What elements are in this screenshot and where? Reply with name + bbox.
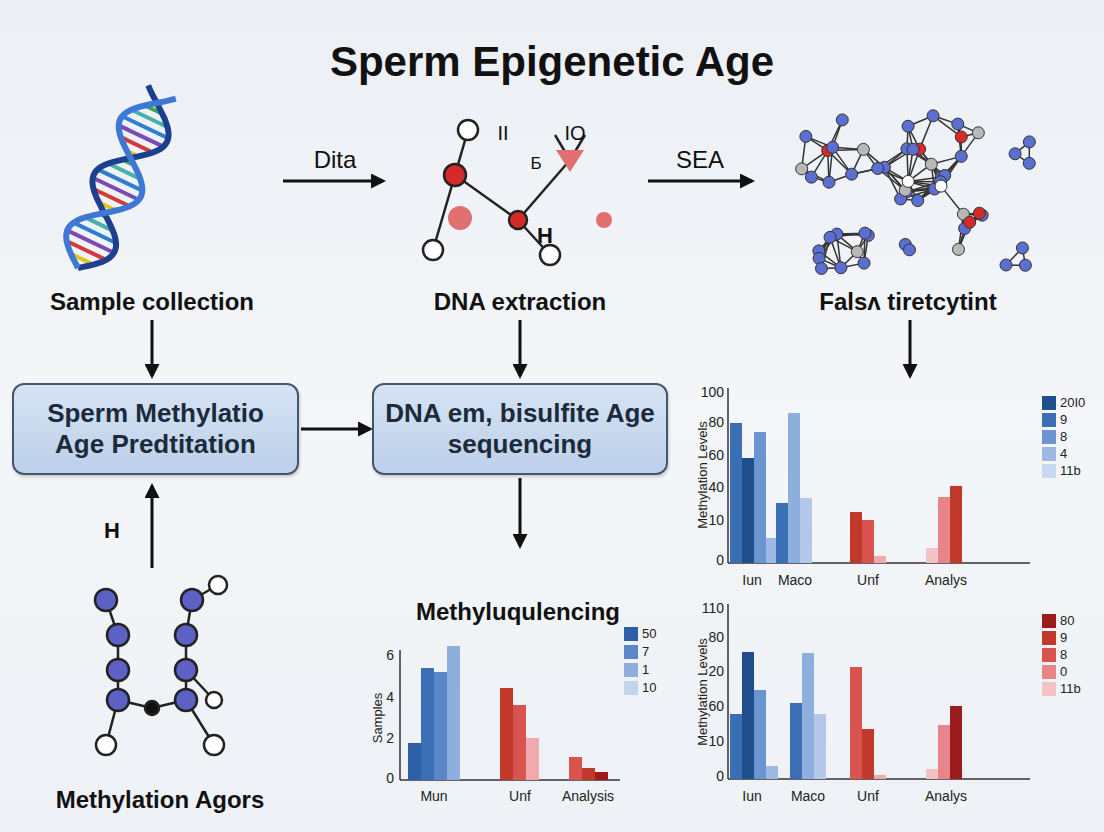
legend-label: 50 [642,627,656,642]
axis-label: Maco [791,788,825,804]
axis-label: 80 [708,414,724,430]
legend-label: 9 [1060,413,1067,428]
legend-swatch [624,681,638,695]
step-label: H [537,223,553,248]
axis-label: Analys [925,572,967,588]
process-box: DNA em, bisulfite Age sequencing [372,383,668,475]
legend-label: 10 [642,681,656,696]
step-label: Methylation Agors [56,786,264,814]
box-text: Sperm Methylatio Age Predtitation [14,398,297,460]
step-label: Sample collection [50,288,254,316]
axis-label: Iun [742,788,761,804]
axis-label: Analys [925,788,967,804]
legend-swatch [1042,430,1056,444]
legend-swatch [1042,447,1056,461]
axis-label: Maco [778,572,812,588]
step-label: II [497,122,508,145]
axis-label: 0 [716,768,724,784]
step-label: Dita [314,146,357,174]
molecule [423,120,612,265]
legend-swatch [1042,665,1056,679]
legend-label: 0 [1060,665,1067,680]
legend-label: 8 [1060,648,1067,663]
methylation-molecule [95,576,227,755]
axis-label: Unf [857,788,879,804]
step-label: DNA extraction [434,288,606,316]
legend-swatch [1042,648,1056,662]
axis-title: Samples [371,693,386,744]
step-label: Methyluqulencing [416,598,620,626]
axis-label: Iun [742,572,761,588]
legend-label: 8 [1060,430,1067,445]
axis-label: 0 [386,770,394,786]
axis-label: 110 [702,600,724,616]
step-label: Б [530,154,541,174]
axis-label: Analysis [562,788,614,804]
axis-label: 60 [708,447,724,463]
legend-swatch [1042,464,1056,478]
step-label: Falsʌ tiretcytint [819,288,996,316]
legend-swatch [624,627,638,641]
dna-helix [66,85,176,268]
axis-label: 10 [708,733,724,749]
box-text: DNA em, bisulfite Age sequencing [374,398,666,460]
axis-label: 40 [708,479,724,495]
bar-chart [728,388,1030,563]
legend-label: 80 [1060,614,1074,629]
legend-label: 4 [1060,447,1067,462]
axis-label: 2 [386,730,394,746]
legend-label: 11b [1060,682,1081,697]
step-label: IO [564,122,585,145]
legend-label: 9 [1060,631,1067,646]
legend-swatch [1042,631,1056,645]
step-label: SEA [676,146,724,174]
axis-label: 6 [386,647,394,663]
step-label: H [104,518,120,543]
legend-swatch [1042,396,1056,410]
legend-swatch [1042,413,1056,427]
legend-swatch [624,645,638,659]
axis-label: 10 [708,512,724,528]
axis-label: Unf [857,572,879,588]
legend-label: 11b [1060,464,1081,479]
axis-label: 0 [716,552,724,568]
axis-label: 60 [708,698,724,714]
legend-label: 1 [642,663,649,678]
axis-label: 20 [708,663,724,679]
axis-title: Methylation Levels [696,421,711,529]
legend-label: 20I0 [1060,396,1085,411]
diagram-title: Sperm Epigenetic Age [0,38,1104,86]
flow-arrow [301,428,370,431]
axis-label: 100 [701,384,724,400]
axis-label: 80 [708,629,724,645]
axis-label: Unf [509,788,531,804]
legend-swatch [1042,682,1056,696]
molecular-network [796,110,1036,275]
legend-swatch [624,663,638,677]
axis-label: 4 [386,689,394,705]
legend-swatch [1042,614,1056,628]
legend-label: 7 [642,645,649,660]
axis-title: Methylation Levels [696,638,711,746]
bar-chart [728,604,1030,779]
bar-chart [400,646,620,780]
process-box: Sperm Methylatio Age Predtitation [12,383,299,475]
flow-arrows [152,181,910,568]
axis-label: Mun [420,788,447,804]
